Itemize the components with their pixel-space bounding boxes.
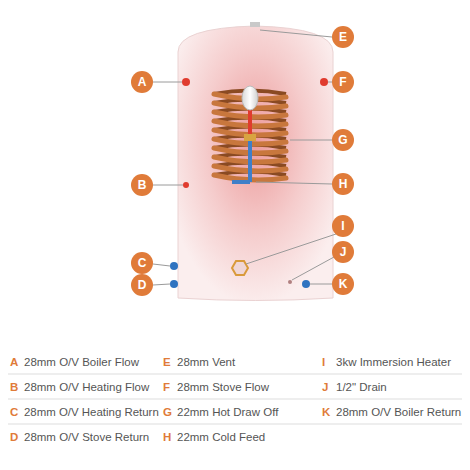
callout-circle: D: [131, 274, 153, 296]
callout-letter: F: [332, 71, 354, 93]
callout-letter: J: [332, 241, 354, 263]
table-cell: 28mm O/V Stove Return: [24, 430, 149, 444]
callout-circle: K: [332, 273, 354, 295]
table-cell: 28mm O/V Boiler Return: [336, 405, 461, 419]
table-key: G: [163, 405, 172, 419]
table-key: I: [322, 355, 325, 369]
callout-shape: [332, 26, 354, 48]
table-cell: 28mm O/V Boiler Flow: [24, 355, 139, 369]
table-key: F: [163, 380, 170, 394]
table-cell: 1/2" Drain: [336, 380, 387, 394]
table-cell: 28mm Vent: [177, 355, 235, 369]
table-key: B: [10, 380, 18, 394]
table-key: D: [10, 430, 18, 444]
port-dot: [302, 280, 310, 288]
port-dot: [170, 280, 178, 288]
expansion-bulb: [242, 86, 258, 110]
cold-pipe: [248, 140, 252, 182]
table-key: J: [322, 380, 328, 394]
table-cell: 28mm O/V Heating Return: [24, 405, 159, 419]
callout-circle: H: [332, 173, 354, 195]
callout-shape: [131, 71, 153, 93]
table-cell: 3kw Immersion Heater: [336, 355, 451, 369]
table-cell: 28mm Stove Flow: [177, 380, 269, 394]
table-key: C: [10, 405, 18, 419]
table-cell: 22mm Hot Draw Off: [177, 405, 278, 419]
port-dot: [170, 262, 178, 270]
pipe-fitting: [244, 134, 256, 141]
vent-outlet: [250, 22, 260, 27]
callout-circle: I: [332, 215, 354, 237]
table-cell: 28mm O/V Heating Flow: [24, 380, 149, 394]
callout-shape: [332, 273, 354, 295]
callout-shape: [332, 71, 354, 93]
hot-pipe: [248, 108, 252, 136]
cylinder-body: [178, 26, 333, 301]
callout-circle: C: [131, 252, 153, 274]
callout-letter: C: [131, 252, 153, 274]
callout-letter: E: [332, 26, 354, 48]
callout-shape: [131, 174, 153, 196]
callout-letter: I: [332, 215, 354, 237]
callout-letter: G: [332, 129, 354, 151]
port-dot: [182, 78, 190, 86]
table-key: K: [322, 405, 330, 419]
drain-dot: [288, 280, 292, 284]
callout-circle: F: [332, 71, 354, 93]
callout-shape: [131, 252, 153, 274]
callout-circle: A: [131, 71, 153, 93]
leader-lines: [153, 30, 336, 285]
port-dot: [320, 78, 328, 86]
immersion-boss: [232, 261, 248, 275]
table-key: A: [10, 355, 18, 369]
callout-letter: H: [332, 173, 354, 195]
callout-circle: J: [332, 241, 354, 263]
callout-shape: [332, 129, 354, 151]
callout-circle: E: [332, 26, 354, 48]
table-rules: [8, 374, 462, 424]
callout-shape: [131, 274, 153, 296]
callout-letter: D: [131, 274, 153, 296]
callout-shape: [332, 215, 354, 237]
callout-letter: B: [131, 174, 153, 196]
port-dot: [183, 182, 189, 188]
callout-shape: [332, 173, 354, 195]
table-key: H: [163, 430, 171, 444]
callout-letter: A: [131, 71, 153, 93]
table-key: E: [163, 355, 171, 369]
callout-circle: B: [131, 174, 153, 196]
table-cell: 22mm Cold Feed: [177, 430, 265, 444]
cold-pipe: [232, 180, 250, 184]
callout-shape: [332, 241, 354, 263]
callout-circle: G: [332, 129, 354, 151]
callout-letter: K: [332, 273, 354, 295]
